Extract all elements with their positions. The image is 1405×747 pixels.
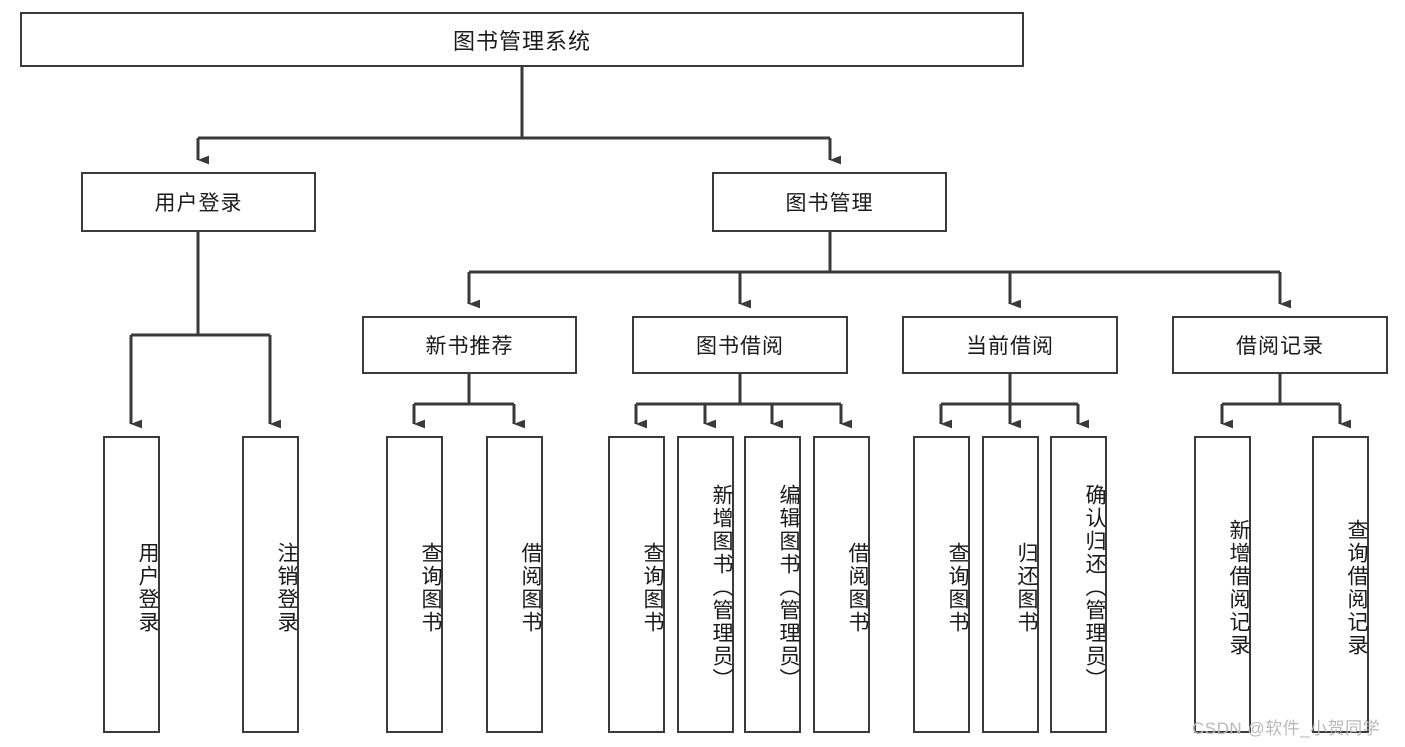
node-label: 新增借阅记录 (1227, 518, 1250, 657)
node-label: 借阅图书 (519, 541, 542, 634)
leaf-new-book-borrow[interactable]: 借阅图书 (486, 436, 543, 733)
node-label: 查询图书 (641, 541, 664, 634)
node-label: 查询图书 (419, 541, 442, 634)
node-label: 查询图书 (946, 541, 969, 634)
node-label: 编辑图书（管理员） (777, 484, 800, 691)
node-borrow-record[interactable]: 借阅记录 (1172, 316, 1388, 374)
leaf-current-borrow-confirm-return[interactable]: 确认归还（管理员） (1050, 436, 1107, 733)
node-book-management[interactable]: 图书管理 (712, 172, 947, 232)
leaf-current-borrow-return[interactable]: 归还图书 (982, 436, 1039, 733)
node-book-borrow[interactable]: 图书借阅 (632, 316, 848, 374)
leaf-user-login-logout[interactable]: 注销登录 (242, 436, 299, 733)
node-label: 图书管理 (785, 192, 874, 215)
leaf-current-borrow-query[interactable]: 查询图书 (913, 436, 970, 733)
leaf-book-borrow-borrow[interactable]: 借阅图书 (813, 436, 870, 733)
leaf-new-book-query[interactable]: 查询图书 (386, 436, 443, 733)
node-label: 注销登录 (275, 541, 298, 634)
node-label: 当前借阅 (966, 335, 1054, 358)
node-label: 借阅图书 (846, 541, 869, 634)
leaf-book-borrow-query[interactable]: 查询图书 (608, 436, 665, 733)
node-current-borrow[interactable]: 当前借阅 (902, 316, 1118, 374)
node-user-login[interactable]: 用户登录 (81, 172, 316, 232)
leaf-borrow-record-query[interactable]: 查询借阅记录 (1312, 436, 1369, 733)
node-label: 归还图书 (1015, 541, 1038, 634)
node-label: 新书推荐 (425, 335, 514, 358)
leaf-book-borrow-edit[interactable]: 编辑图书（管理员） (744, 436, 801, 733)
node-label: 图书借阅 (696, 335, 784, 358)
leaf-user-login-login[interactable]: 用户登录 (103, 436, 160, 733)
watermark: CSDN @软件_小贺同学 (1192, 719, 1381, 738)
node-label: 查询借阅记录 (1345, 518, 1368, 657)
leaf-book-borrow-add[interactable]: 新增图书（管理员） (677, 436, 734, 733)
node-label: 借阅记录 (1236, 335, 1324, 358)
node-label: 新增图书（管理员） (710, 484, 733, 691)
node-root-book-management-system[interactable]: 图书管理系统 (20, 12, 1024, 67)
node-label: 图书管理系统 (452, 28, 591, 54)
node-new-book-recommend[interactable]: 新书推荐 (362, 316, 577, 374)
node-label: 用户登录 (136, 541, 159, 634)
node-label: 用户登录 (154, 192, 243, 215)
node-label: 确认归还（管理员） (1083, 484, 1106, 691)
leaf-borrow-record-add[interactable]: 新增借阅记录 (1194, 436, 1251, 733)
